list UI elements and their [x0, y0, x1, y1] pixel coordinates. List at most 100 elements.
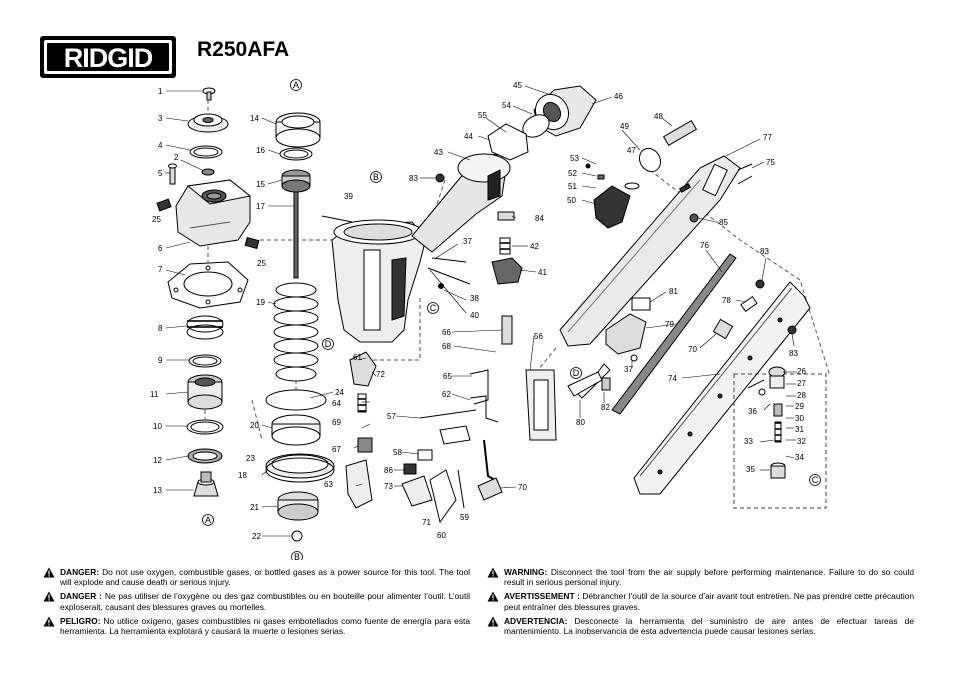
- part-label-18: 18: [238, 471, 247, 480]
- ridgid-logo: RIDGID: [40, 36, 176, 78]
- part-label-53: 53: [570, 154, 579, 163]
- part-label-6: 6: [158, 244, 163, 253]
- warning-title: DANGER:: [60, 567, 100, 577]
- model-number: R250AFA: [197, 38, 290, 61]
- warning-text: Débrancher l’outil de la source d’air av…: [504, 591, 914, 612]
- part-label-2: 2: [174, 153, 179, 162]
- cap-assembly: [156, 87, 260, 497]
- part-label-25a: 25: [152, 215, 161, 224]
- part-number-labels: 1 3 4 2 5 25 6 25 7 8 9 11 10 12 13 14 1…: [150, 81, 806, 541]
- warning-triangle-icon: [487, 616, 499, 627]
- part-label-45: 45: [513, 81, 522, 90]
- part-label-57: 57: [387, 412, 396, 421]
- part-label-83c: 83: [789, 349, 798, 358]
- part-label-67: 67: [332, 445, 341, 454]
- part-label-56: 56: [534, 332, 543, 341]
- part-label-13: 13: [153, 486, 162, 495]
- part-label-70b: 70: [518, 483, 527, 492]
- warning-triangle-icon: [487, 591, 499, 602]
- part-label-5: 5: [158, 169, 163, 178]
- part-label-28: 28: [797, 391, 806, 400]
- part-label-62: 62: [442, 390, 451, 399]
- magazine-rail: [559, 155, 753, 347]
- warning-text: Do not use oxygen, combustible gases, or…: [60, 567, 470, 588]
- part-label-59: 59: [460, 513, 469, 522]
- nail-magazine: [611, 253, 811, 495]
- main-housing: [321, 153, 515, 343]
- part-label-48: 48: [654, 112, 663, 121]
- part-label-78: 78: [722, 296, 731, 305]
- warnings-right: WARNING: Disconnect the tool from the ai…: [484, 567, 914, 640]
- warning-danger-es: PELIGRO: No utilice oxígeno, gases combu…: [40, 616, 470, 636]
- part-label-75: 75: [766, 158, 775, 167]
- warning-triangle-icon: [487, 567, 499, 578]
- part-label-12: 12: [153, 456, 162, 465]
- warning-triangle-icon: [43, 616, 55, 627]
- part-label-33: 33: [744, 437, 753, 446]
- part-label-46: 46: [614, 92, 623, 101]
- part-label-63: 63: [324, 480, 333, 489]
- part-label-52: 52: [568, 169, 577, 178]
- detail-c-box: [733, 366, 827, 509]
- part-label-82: 82: [601, 403, 610, 412]
- part-label-9: 9: [158, 356, 163, 365]
- part-label-32: 32: [797, 437, 806, 446]
- latch-parts: [427, 237, 523, 289]
- warning-title: WARNING:: [504, 567, 548, 577]
- part-label-42: 42: [530, 242, 539, 251]
- warning-danger-fr: DANGER : Ne pas utiliser de l’oxygène ou…: [40, 591, 470, 612]
- callout-b-top: B: [373, 172, 379, 182]
- part-label-14: 14: [250, 114, 259, 123]
- part-label-31: 31: [795, 425, 804, 434]
- part-label-25b: 25: [257, 259, 266, 268]
- trigger-assembly: [345, 315, 765, 524]
- part-label-66: 66: [442, 328, 451, 337]
- callout-c-box: C: [812, 475, 819, 485]
- warning-danger-en: DANGER: Do not use oxygen, combustible g…: [40, 567, 470, 587]
- part-label-79: 79: [665, 320, 674, 329]
- part-label-16: 16: [256, 146, 265, 155]
- part-label-29: 29: [795, 402, 804, 411]
- part-label-26: 26: [797, 367, 806, 376]
- callout-a-top: A: [293, 80, 299, 90]
- part-label-24: 24: [335, 388, 344, 397]
- part-label-77: 77: [763, 133, 772, 142]
- part-label-11: 11: [150, 390, 159, 399]
- part-label-85: 85: [719, 218, 728, 227]
- part-label-1: 1: [158, 87, 163, 96]
- part-label-20: 20: [250, 421, 259, 430]
- part-label-69: 69: [332, 418, 341, 427]
- part-label-19: 19: [256, 298, 265, 307]
- part-label-34: 34: [795, 453, 804, 462]
- warning-warning-en: WARNING: Disconnect the tool from the ai…: [484, 567, 914, 587]
- part-label-27: 27: [797, 379, 806, 388]
- warning-advertencia-es: ADVERTENCIA: Desconecte la herramienta d…: [484, 616, 914, 636]
- part-label-22: 22: [252, 532, 261, 541]
- part-label-73: 73: [384, 482, 393, 491]
- part-label-49: 49: [620, 122, 629, 131]
- part-label-36: 36: [748, 407, 757, 416]
- part-label-76: 76: [700, 241, 709, 250]
- part-label-43: 43: [434, 148, 443, 157]
- part-label-58: 58: [393, 448, 402, 457]
- part-label-74: 74: [668, 374, 677, 383]
- warning-title: PELIGRO:: [60, 615, 101, 626]
- detail-callout-letters: A A B B C C D D: [205, 80, 819, 560]
- warning-text: Disconnect the tool from the air supply …: [504, 567, 914, 588]
- part-label-10: 10: [153, 422, 162, 431]
- part-label-35: 35: [746, 465, 755, 474]
- callout-d-left: D: [325, 339, 332, 349]
- part-label-72: 72: [376, 370, 385, 379]
- detail-callouts: [202, 79, 821, 560]
- brand-text: RIDGID: [64, 43, 153, 73]
- exploded-parts-diagram: 1 3 4 2 5 25 6 25 7 8 9 11 10 12 13 14 1…: [150, 79, 831, 560]
- part-label-70a: 70: [688, 345, 697, 354]
- warning-title: DANGER :: [60, 591, 102, 602]
- part-label-65: 65: [443, 372, 452, 381]
- warning-title: AVERTISSEMENT :: [504, 591, 580, 602]
- part-label-50: 50: [567, 196, 576, 205]
- warning-avertissement-fr: AVERTISSEMENT : Débrancher l’outil de la…: [484, 591, 914, 612]
- part-label-64: 64: [332, 399, 341, 408]
- part-label-4: 4: [158, 141, 163, 150]
- warnings-left: DANGER: Do not use oxygen, combustible g…: [40, 567, 470, 640]
